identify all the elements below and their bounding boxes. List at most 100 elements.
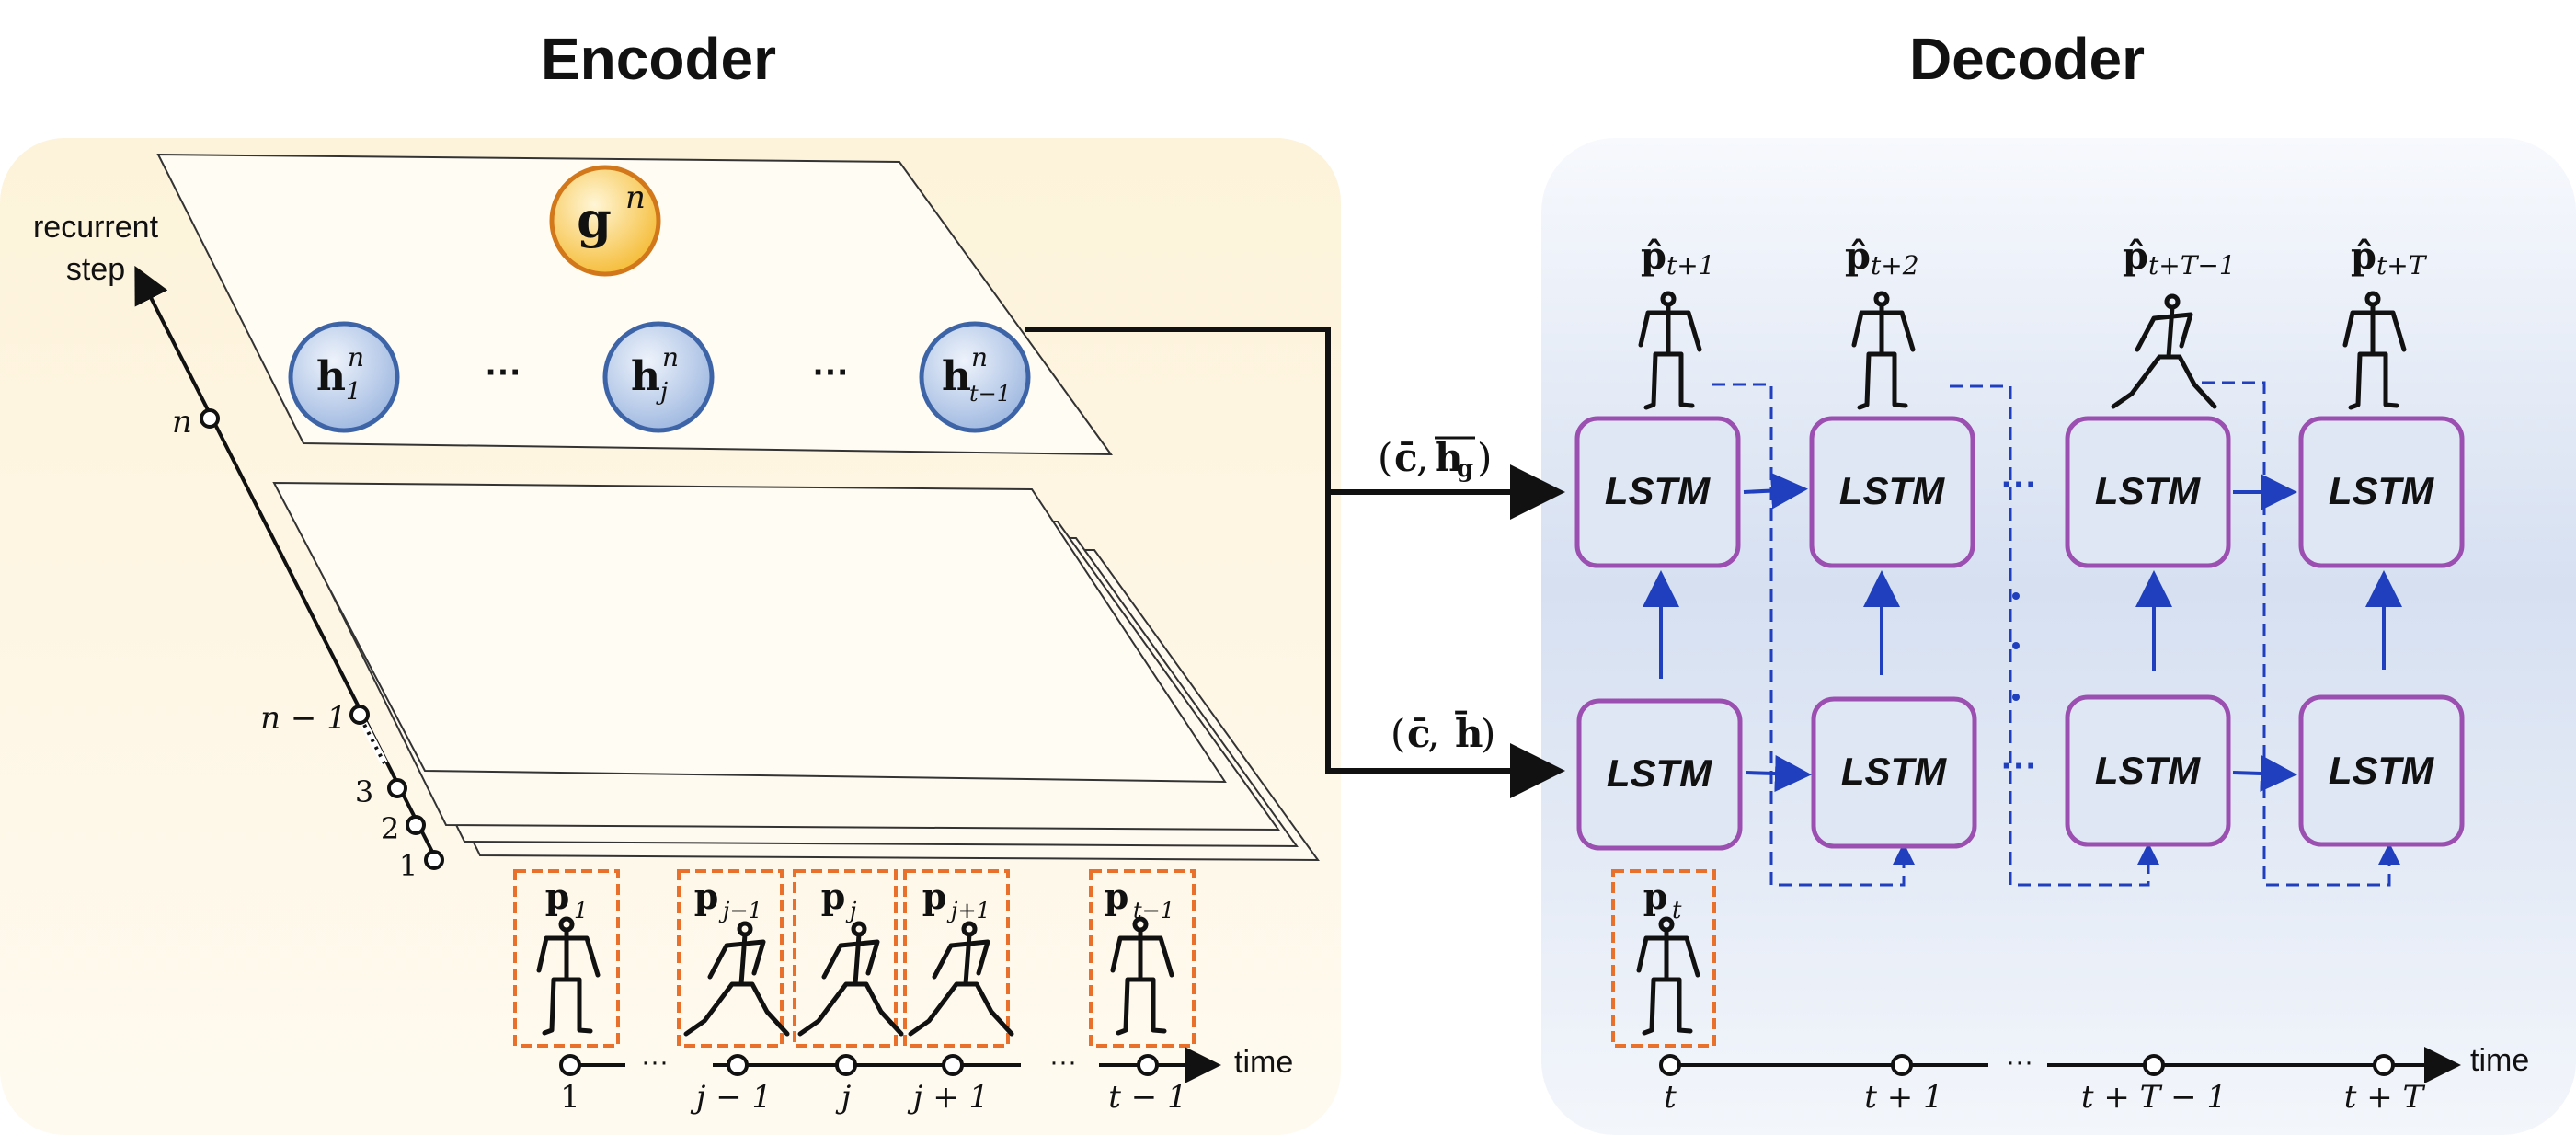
svg-text:t+1: t+1 — [1666, 250, 1715, 281]
svg-text:h̄: h̄ — [1455, 709, 1483, 756]
step-label-3: 3 — [355, 774, 373, 809]
global-node: g n — [549, 165, 661, 277]
svg-text:j−1: j−1 — [718, 898, 762, 923]
tick-j+1: j + 1 — [907, 1079, 989, 1116]
tick-1: 1 — [560, 1079, 580, 1116]
lstm-top-4: LSTM — [2298, 416, 2465, 568]
encoder-time-ellipsis-2: ··· — [1049, 1047, 1077, 1077]
lstm-top-3: LSTM — [2065, 416, 2231, 568]
decoder-title: Decoder — [1909, 26, 2145, 92]
encoder-time-label: time — [1234, 1045, 1293, 1080]
hidden-node-t-1: h t−1 n — [919, 321, 1031, 433]
svg-text:h: h — [1435, 435, 1463, 480]
svg-text:t−1: t−1 — [969, 381, 1011, 407]
svg-text:LSTM: LSTM — [1607, 751, 1712, 795]
lstm-ellipsis-bottom: ··· — [2001, 746, 2038, 786]
frame-pj-1: p j−1 — [677, 869, 787, 1048]
svg-text:LSTM: LSTM — [2095, 749, 2201, 792]
decoder-time-axis — [1659, 1047, 2461, 1083]
svg-text:h: h — [942, 353, 971, 400]
svg-text:LSTM: LSTM — [1605, 469, 1711, 512]
lstm-bottom-1: LSTM — [1576, 698, 1743, 851]
svg-text:p: p — [821, 876, 846, 917]
hidden-node-j: h j n — [602, 321, 715, 433]
svg-text:,: , — [1427, 711, 1439, 756]
lstm-top-2: LSTM — [1809, 416, 1975, 568]
frame-pt-1: p t−1 — [1089, 869, 1196, 1048]
lower-planes — [272, 481, 1320, 862]
frame-pj+1: p j+1 — [903, 869, 1012, 1048]
lstm-ellipsis-top: ··· — [2001, 464, 2038, 505]
hidden-ellipsis-2: ··· — [813, 352, 850, 393]
svg-text:LSTM: LSTM — [1839, 469, 1945, 512]
decoder-time-label: time — [2470, 1043, 2529, 1078]
svg-text:): ) — [1477, 435, 1492, 480]
svg-text:t+T−1: t+T−1 — [2148, 250, 2236, 281]
step-label-n-1: n − 1 — [260, 700, 347, 737]
lstm-bottom-2: LSTM — [1811, 696, 1977, 849]
global-node-label: g — [577, 190, 612, 249]
svg-text:j+1: j+1 — [946, 898, 990, 923]
svg-text:p̂: p̂ — [1641, 235, 1666, 278]
svg-text:(: ( — [1391, 711, 1405, 756]
tick-t+T-1: t + T − 1 — [2081, 1079, 2227, 1116]
svg-text:h: h — [631, 353, 660, 400]
tick-t+1: t + 1 — [1864, 1079, 1942, 1116]
frame-p1: p 1 — [513, 869, 620, 1048]
recurrent-axis — [134, 265, 444, 870]
step-label-1: 1 — [399, 848, 418, 883]
svg-text:t+2: t+2 — [1871, 250, 1919, 281]
lstm-bottom-4: LSTM — [2298, 694, 2465, 847]
output-p-t+T-1: p̂ t+T−1 — [2113, 235, 2236, 407]
svg-text:p: p — [545, 876, 570, 917]
svg-text:h: h — [316, 353, 346, 400]
svg-text:t: t — [1672, 897, 1682, 924]
tick-t+T: t + T — [2344, 1079, 2426, 1116]
recurrent-label-line2: step — [66, 252, 125, 287]
svg-text:n: n — [348, 342, 364, 373]
encoder-time-ellipsis-1: ··· — [641, 1047, 669, 1077]
svg-text:p̂: p̂ — [2351, 235, 2376, 278]
skip-connections — [1712, 381, 2400, 887]
svg-text:LSTM: LSTM — [2329, 749, 2434, 792]
encoder-title: Encoder — [541, 26, 776, 92]
output-p-t+2: p̂ t+2 — [1845, 235, 1919, 407]
hidden-ellipsis-1: ··· — [486, 352, 522, 393]
svg-text:n: n — [662, 342, 679, 373]
step-label-2: 2 — [381, 811, 399, 846]
tick-t: t — [1664, 1079, 1677, 1116]
svg-text:LSTM: LSTM — [1841, 750, 1947, 793]
svg-text:(: ( — [1378, 435, 1392, 480]
decoder-panel — [1541, 138, 2576, 1135]
global-node-sup: n — [625, 179, 646, 216]
svg-text:c̄: c̄ — [1407, 711, 1431, 756]
svg-text:p: p — [694, 876, 719, 917]
svg-text:p: p — [922, 876, 947, 917]
svg-text:g: g — [1457, 455, 1473, 483]
encoder-time-axis — [559, 1047, 1221, 1083]
tick-j-1: j − 1 — [690, 1079, 772, 1116]
connector-label-lower: ( c̄ , h̄ ) — [1391, 709, 1495, 756]
svg-text:1: 1 — [574, 898, 588, 923]
encoder-to-decoder-connector — [1025, 327, 1565, 798]
svg-text:LSTM: LSTM — [2329, 469, 2434, 512]
lstm-bottom-3: LSTM — [2065, 694, 2231, 847]
connector-label-upper: ( c̄ , h g ) — [1378, 435, 1492, 483]
svg-text:n: n — [971, 342, 988, 373]
tick-t-1: t − 1 — [1108, 1079, 1186, 1116]
svg-text:p̂: p̂ — [2123, 235, 2148, 278]
recurrent-label-line1: recurrent — [33, 210, 159, 245]
step-label-n: n — [172, 404, 192, 441]
hidden-node-1: h 1 n — [288, 321, 400, 433]
svg-text:c̄: c̄ — [1394, 435, 1418, 480]
vertical-ellipsis — [2012, 592, 2020, 701]
frame-pj: p j — [793, 869, 901, 1048]
svg-text:,: , — [1416, 435, 1428, 480]
svg-text:p̂: p̂ — [1845, 235, 1871, 278]
lstm-top-1: LSTM — [1574, 416, 1741, 568]
svg-text:p: p — [1105, 876, 1129, 917]
svg-text:): ) — [1481, 711, 1495, 756]
output-p-t+T: p̂ t+T — [2345, 235, 2428, 407]
output-p-t+1: p̂ t+1 — [1641, 235, 1715, 407]
